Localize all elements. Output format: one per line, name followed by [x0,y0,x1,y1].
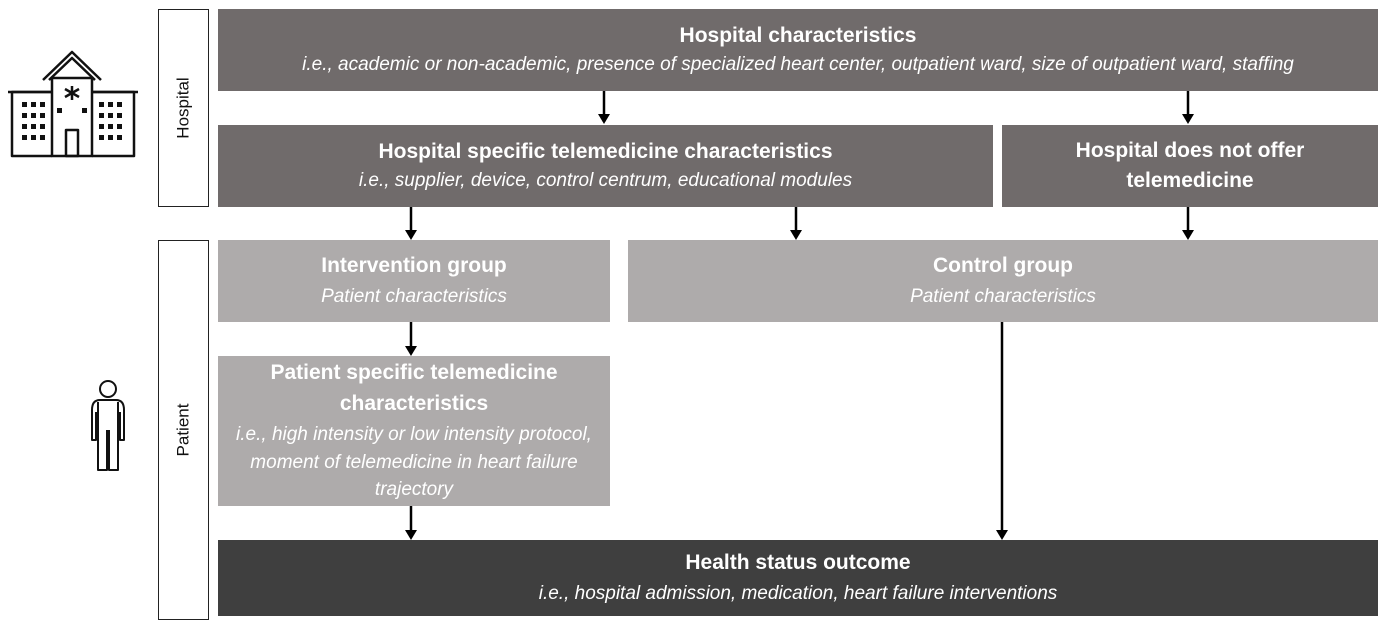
hospital-side-label: Hospital [158,9,209,207]
intervention-group-box: Intervention group Patient characteristi… [218,240,610,322]
hospital-characteristics-box: Hospital characteristics i.e., academic … [218,9,1378,91]
patient-telemedicine-box: Patient specific telemedicine characteri… [218,356,610,506]
box-subtitle: i.e., hospital admission, medication, he… [538,583,1058,605]
hospital-building-icon [8,50,138,158]
box-subtitle: i.e., academic or non-academic, presence… [302,54,1294,76]
arrowhead [405,346,417,356]
arrowhead [405,230,417,240]
arrowhead [1182,230,1194,240]
box-subtitle: Patient characteristics [321,286,507,308]
box-title: Health status outcome [685,551,911,574]
box-title: Patient specific telemedicine characteri… [270,361,558,415]
arrowhead [996,530,1008,540]
arrowhead [790,230,802,240]
patient-side-label: Patient [158,240,209,620]
box-title: Hospital specific telemedicine character… [378,140,833,163]
box-subtitle: i.e., high intensity or low intensity pr… [236,424,592,501]
box-title: Hospital characteristics [679,24,917,47]
box-subtitle: i.e., supplier, device, control centrum,… [358,170,853,192]
arrowhead [1182,114,1194,124]
box-subtitle: Patient characteristics [910,286,1096,308]
no-telemedicine-box: Hospital does not offer telemedicine [1002,125,1378,207]
control-group-box: Control group Patient characteristics [628,240,1378,322]
arrowhead [405,530,417,540]
hospital-telemedicine-box: Hospital specific telemedicine character… [218,125,993,207]
box-title: Hospital does not offer telemedicine [1075,138,1305,192]
box-title: Control group [933,254,1073,277]
box-title: Intervention group [321,254,507,277]
person-icon [91,380,125,471]
arrowhead [598,114,610,124]
health-status-box: Health status outcome i.e., hospital adm… [218,540,1378,616]
